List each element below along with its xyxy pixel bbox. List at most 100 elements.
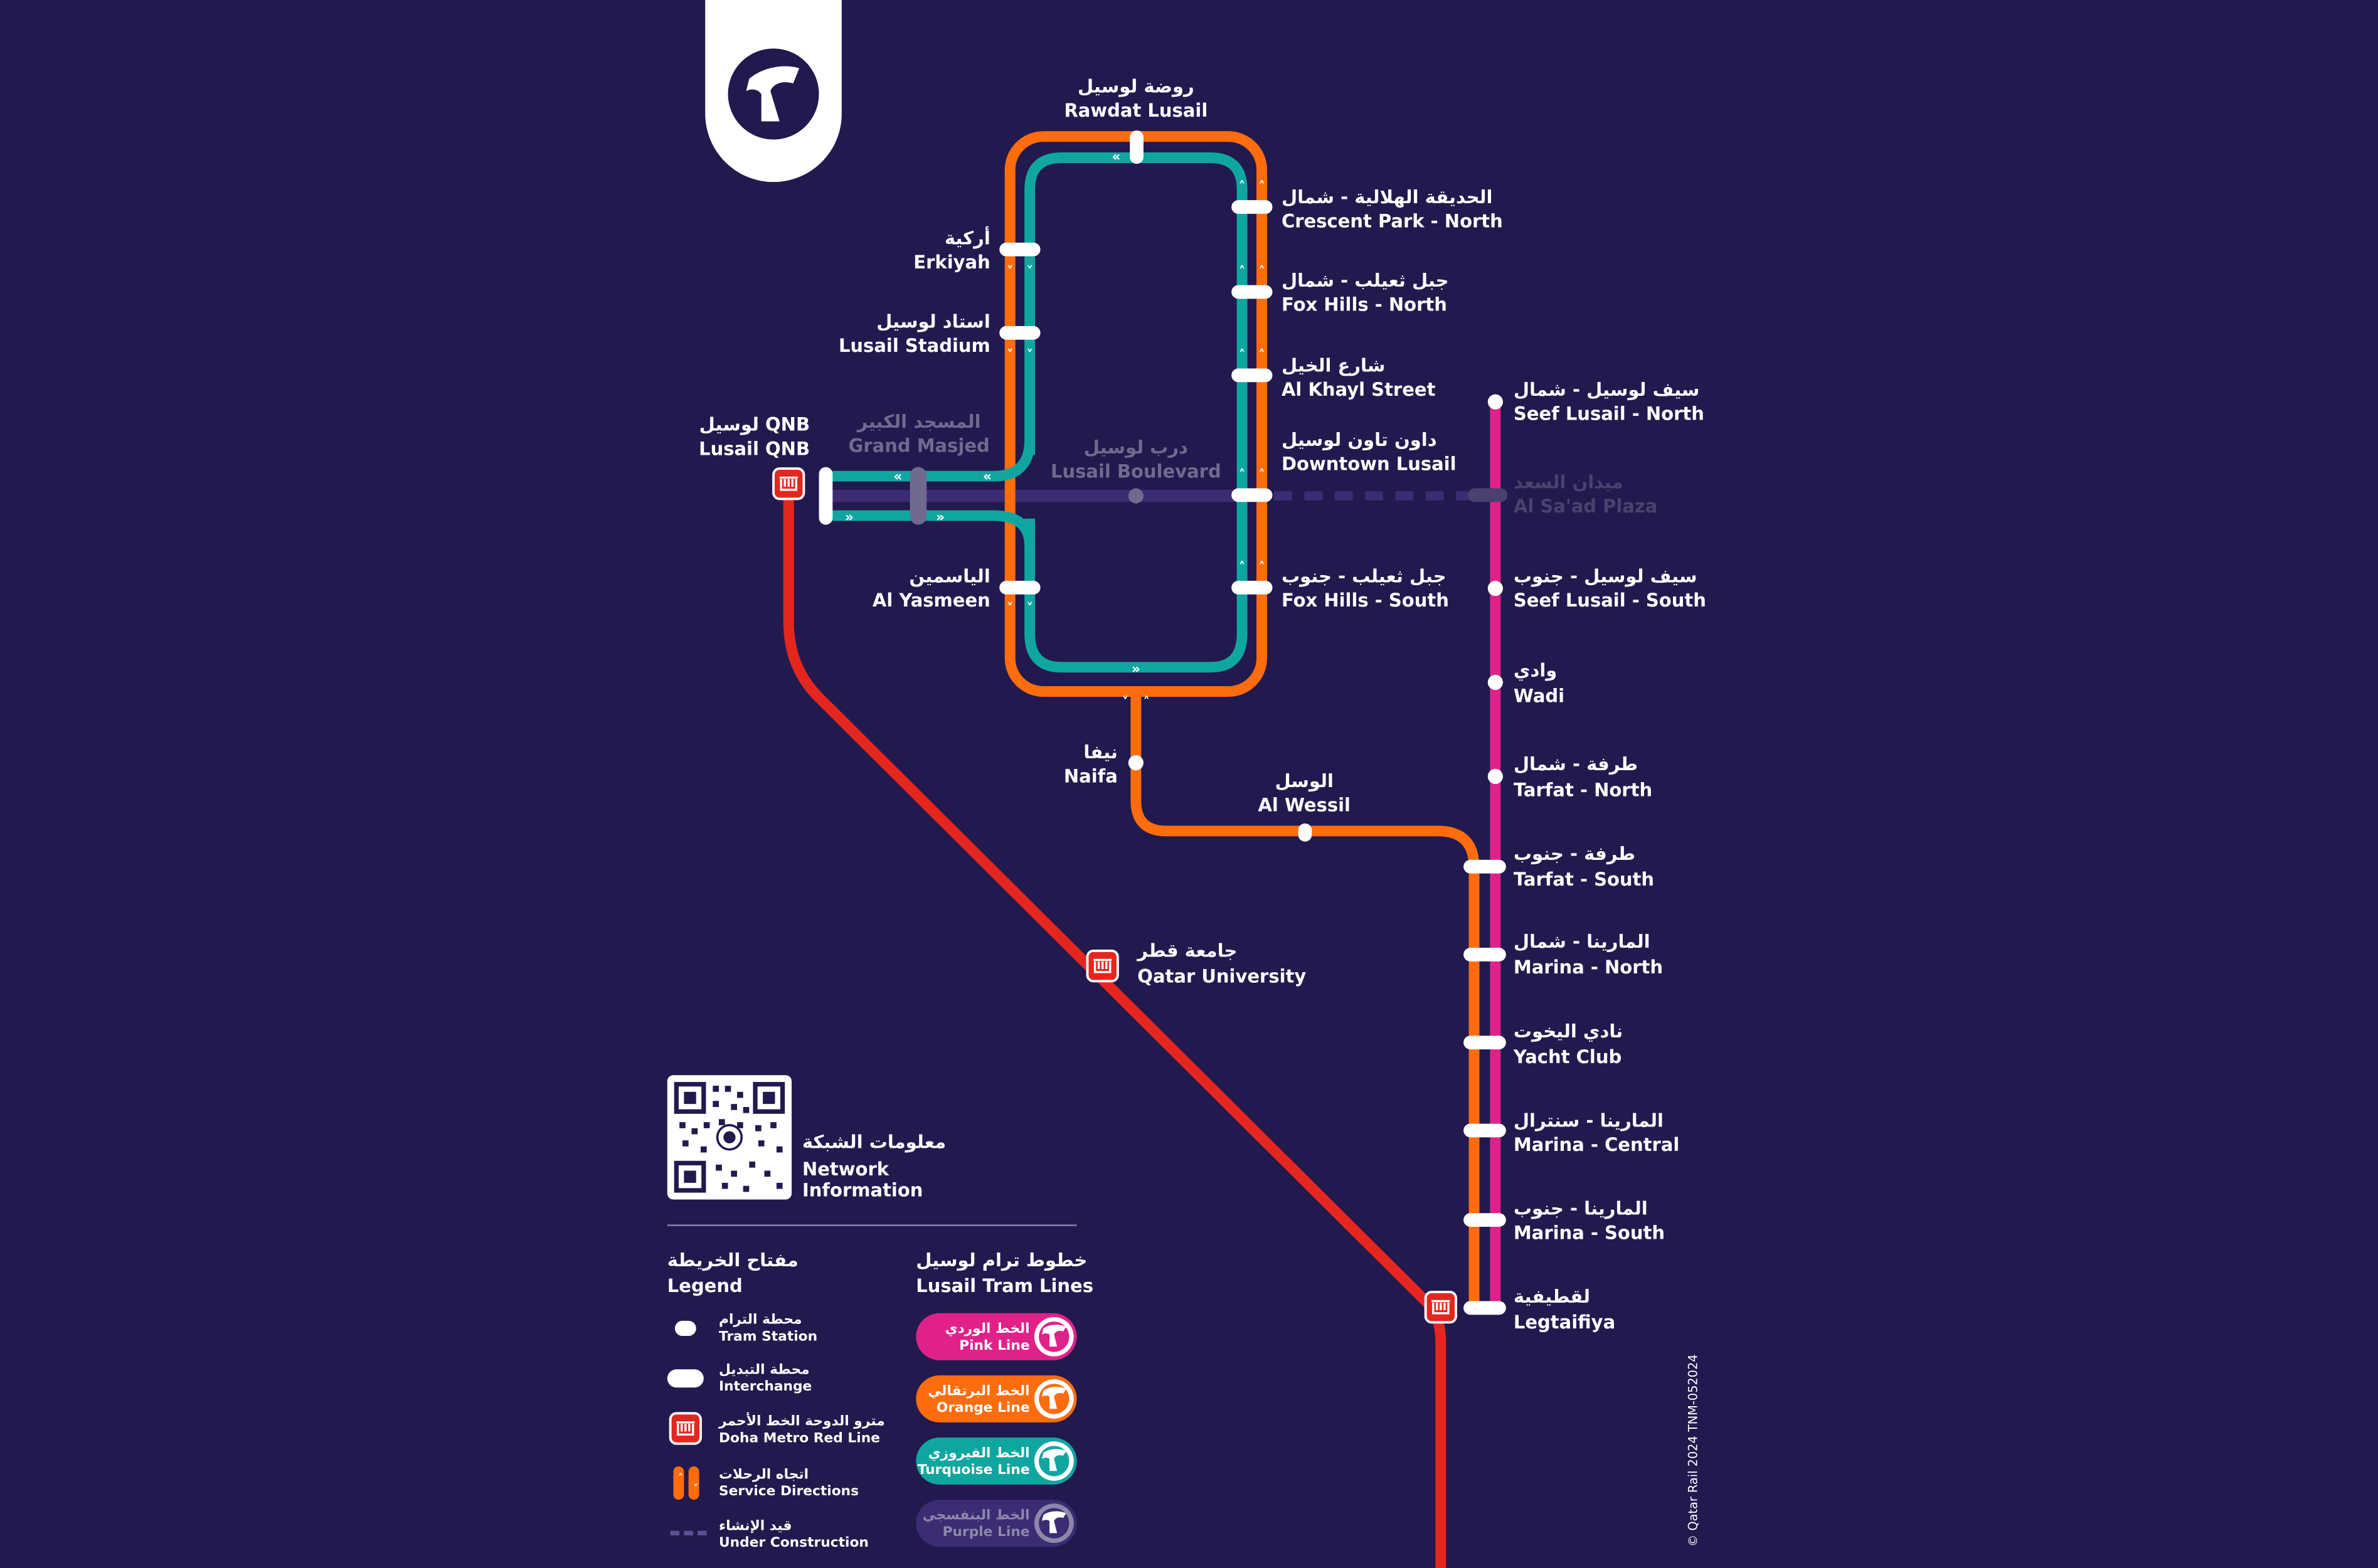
network-info-qr[interactable] (667, 1075, 792, 1200)
svg-text:˅: ˅ (1026, 601, 1033, 617)
legend-service-directions-icon: ˄ ˅ (673, 1466, 699, 1500)
label-fox-hills-north-en: Fox Hills - North (1282, 294, 1447, 315)
label-fox-hills-south-en: Fox Hills - South (1282, 590, 1449, 611)
svg-text:˅: ˅ (693, 1482, 698, 1495)
svg-text:˅: ˅ (1007, 601, 1014, 617)
station-al-saad-plaza[interactable] (1468, 488, 1508, 502)
station-crescent-north[interactable] (1231, 200, 1273, 214)
label-erkiyah-en: Erkiyah (913, 252, 990, 273)
label-naifa-ar: نيفا (1083, 741, 1118, 763)
lines-title-ar: خطوط ترام لوسيل (916, 1249, 1087, 1271)
legend-title-ar: مفتاح الخريطة (667, 1249, 799, 1271)
station-seef-north[interactable] (1487, 394, 1503, 410)
legend-tram-station-en: Tram Station (719, 1328, 817, 1344)
line-pill-pink[interactable]: الخط الوردي Pink Line (916, 1313, 1077, 1360)
red-metro-line (783, 482, 1446, 1568)
station-grand-masjed[interactable] (910, 467, 927, 525)
station-downtown[interactable] (1231, 488, 1273, 502)
svg-text:»: » (936, 510, 945, 526)
svg-text:˅: ˅ (1026, 347, 1033, 363)
lines-title-en: Lusail Tram Lines (916, 1275, 1093, 1296)
station-al-wessil[interactable] (1298, 823, 1312, 842)
label-marina-south-en: Marina - South (1514, 1222, 1665, 1243)
label-al-saad-plaza-en: Al Sa'ad Plaza (1514, 495, 1657, 517)
pink-line-ar: الخط الوردي (945, 1321, 1030, 1337)
label-al-wessil-ar: الوسل (1275, 770, 1334, 792)
label-al-khayl-en: Al Khayl Street (1282, 379, 1436, 400)
label-seef-south-en: Seef Lusail - South (1514, 590, 1706, 611)
qatar-rail-logo (705, 0, 842, 183)
copyright: © Qatar Rail 2024 TNM-052024 (1685, 1354, 1700, 1547)
label-rawdat-lusail-ar: روضة لوسيل (1078, 76, 1194, 97)
station-seef-south[interactable] (1487, 581, 1503, 596)
station-naifa[interactable] (1128, 755, 1144, 771)
label-fox-hills-north-ar: جبل ثعيلب - شمال (1282, 270, 1449, 291)
label-yacht-club-en: Yacht Club (1513, 1046, 1622, 1067)
label-marina-north-en: Marina - North (1514, 956, 1663, 978)
metro-badge-lusail-qnb (772, 467, 805, 501)
station-lusail-boulevard[interactable] (1128, 488, 1144, 504)
station-fox-hills-north[interactable] (1231, 285, 1273, 299)
station-al-yasmeen[interactable] (999, 581, 1041, 595)
label-naifa-en: Naifa (1064, 766, 1118, 787)
label-seef-north-en: Seef Lusail - North (1514, 403, 1704, 425)
svg-text:˅: ˅ (1007, 264, 1014, 280)
label-crescent-north-ar: الحديقة الهلالية - شمال (1282, 186, 1492, 208)
legend-under-construction-ar: قيد الإنشاء (719, 1518, 792, 1534)
metro-badge-qatar-university (1086, 950, 1119, 983)
orange-line-ar: الخط البرتقالي (928, 1383, 1029, 1399)
line-pill-turquoise[interactable]: الخط الفيروزي Turquoise Line (916, 1438, 1077, 1485)
legend-title-en: Legend (667, 1275, 743, 1296)
station-legtaifiya[interactable] (1463, 1301, 1506, 1315)
station-tarfat-south[interactable] (1463, 859, 1506, 874)
label-lusail-qnb-en: Lusail QNB (699, 438, 810, 459)
label-crescent-north-en: Crescent Park - North (1282, 211, 1503, 232)
label-qatar-university-ar: جامعة قطر (1136, 940, 1237, 961)
station-marina-north[interactable] (1463, 948, 1506, 961)
svg-text:˄: ˄ (1239, 347, 1246, 363)
station-marina-central[interactable] (1463, 1123, 1506, 1138)
label-grand-masjed-en: Grand Masjed (849, 435, 990, 457)
station-lusail-stadium[interactable] (999, 326, 1041, 340)
station-wadi[interactable] (1487, 674, 1503, 691)
purple-line-ar: الخط البنفسجي (923, 1508, 1030, 1523)
station-rawdat-lusail[interactable] (1130, 130, 1144, 164)
label-marina-central-en: Marina - Central (1514, 1134, 1679, 1155)
station-al-khayl[interactable] (1231, 368, 1273, 383)
svg-text:˄: ˄ (1258, 560, 1265, 576)
label-tarfat-south-ar: طرفة - جنوب (1514, 843, 1635, 864)
label-tarfat-north-en: Tarfat - North (1514, 779, 1652, 800)
network-info-en-2: Information (802, 1180, 923, 1201)
station-fox-hills-south[interactable] (1231, 581, 1273, 595)
station-yacht-club[interactable] (1463, 1036, 1506, 1050)
label-lusail-boulevard-ar: درب لوسيل (1084, 437, 1188, 458)
legend-interchange-en: Interchange (719, 1379, 812, 1394)
station-erkiyah[interactable] (999, 242, 1041, 257)
svg-text:˄: ˄ (678, 1471, 683, 1484)
legend-metro-en: Doha Metro Red Line (719, 1430, 880, 1446)
network-info-en-1: Network (802, 1158, 889, 1180)
label-legtaifiya-en: Legtaifiya (1514, 1311, 1615, 1333)
station-marina-south[interactable] (1463, 1213, 1506, 1227)
label-al-khayl-ar: شارع الخيل (1282, 354, 1385, 376)
label-marina-north-ar: المارينا - شمال (1514, 931, 1650, 952)
label-al-wessil-en: Al Wessil (1258, 795, 1351, 816)
legend-service-directions-ar: اتجاه الرحلات (719, 1466, 809, 1482)
pink-line-en: Pink Line (959, 1338, 1029, 1353)
line-pill-purple[interactable]: الخط البنفسجي Purple Line (916, 1500, 1077, 1547)
network-info-ar: معلومات الشبكة (802, 1131, 946, 1152)
station-lusail-qnb[interactable] (819, 467, 833, 525)
station-tarfat-north[interactable] (1487, 768, 1503, 784)
label-lusail-boulevard-en: Lusail Boulevard (1051, 461, 1221, 482)
svg-text:˅: ˅ (1026, 264, 1033, 280)
svg-text:˅: ˅ (1007, 347, 1014, 363)
station-markers[interactable] (819, 130, 1508, 1315)
label-tarfat-north-ar: طرفة - شمال (1514, 753, 1638, 775)
legend-service-directions-en: Service Directions (719, 1483, 859, 1499)
svg-text:«: « (893, 469, 902, 484)
legend-under-construction-en: Under Construction (719, 1535, 869, 1550)
label-fox-hills-south-ar: جبل ثعيلب - جنوب (1282, 565, 1446, 586)
label-lusail-stadium-en: Lusail Stadium (839, 335, 990, 356)
line-pill-orange[interactable]: الخط البرتقالي Orange Line (916, 1375, 1077, 1422)
label-downtown-ar: داون تاون لوسيل (1282, 429, 1437, 450)
